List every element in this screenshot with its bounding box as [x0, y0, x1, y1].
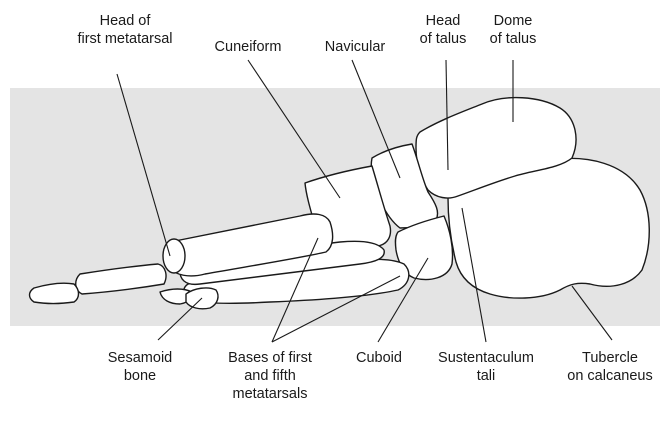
label-cuboid: Cuboid: [343, 349, 415, 367]
label-bases-metatarsals: Bases of first and fifth metatarsals: [205, 349, 335, 403]
label-sesamoid: Sesamoid bone: [92, 349, 188, 385]
label-sustentaculum: Sustentaculum tali: [428, 349, 544, 385]
label-navicular: Navicular: [305, 38, 405, 56]
label-tubercle: Tubercle on calcaneus: [561, 349, 659, 385]
label-cuneiform: Cuneiform: [198, 38, 298, 56]
label-head-first-metatarsal: Head of first metatarsal: [55, 12, 195, 48]
label-dome-talus: Dome of talus: [468, 12, 558, 48]
